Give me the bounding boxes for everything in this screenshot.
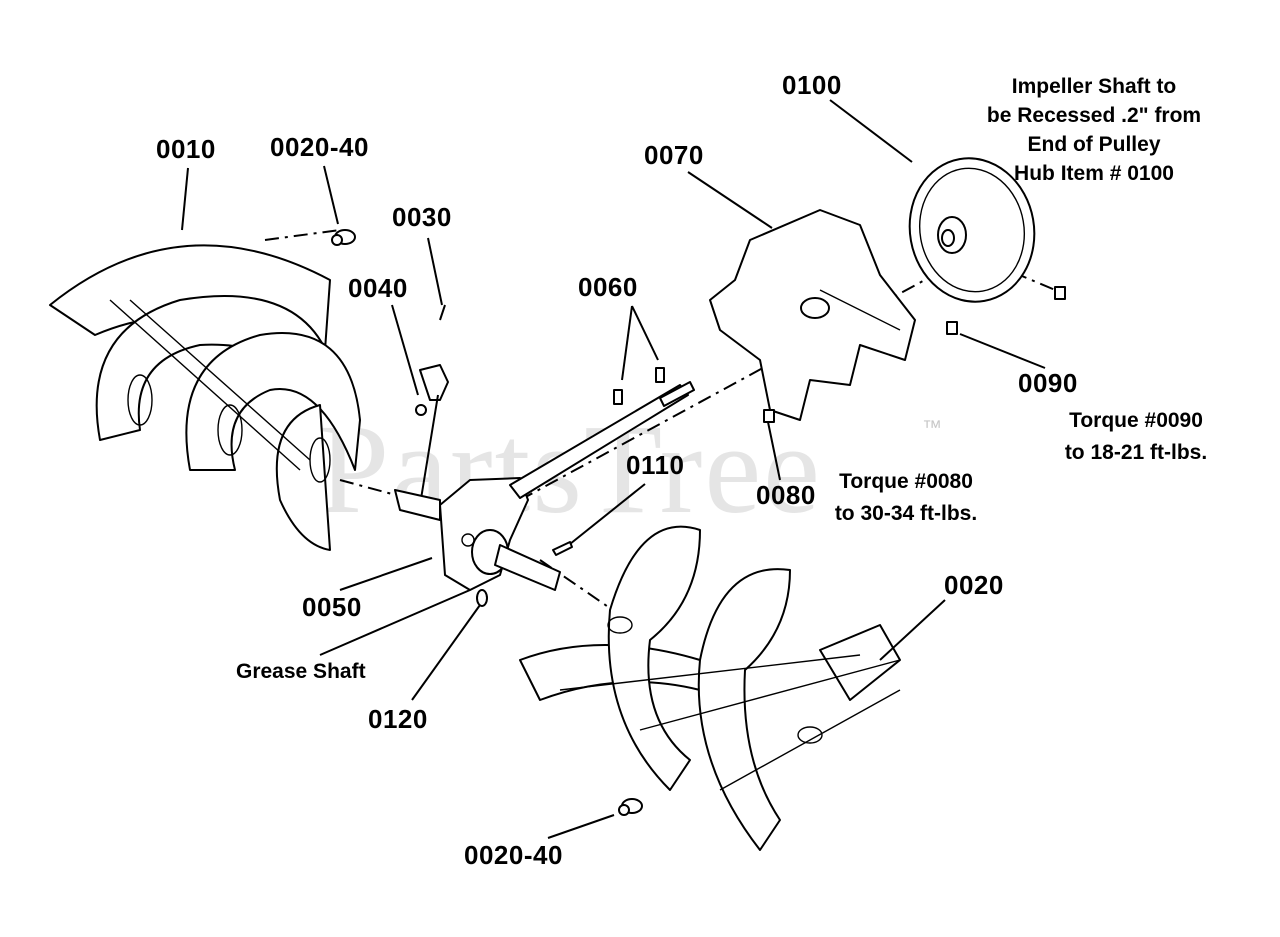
shift-linkage bbox=[415, 304, 449, 506]
label-0120: 0120 bbox=[368, 704, 428, 734]
label-0010: 0010 bbox=[156, 134, 216, 164]
label-0020: 0020 bbox=[944, 570, 1004, 600]
note-torque-0080-line-2: to 30-34 ft-lbs. bbox=[835, 502, 977, 525]
note-impeller-line-4: Hub Item # 0100 bbox=[1014, 162, 1174, 185]
label-0060: 0060 bbox=[578, 272, 638, 302]
axis-fitting-top bbox=[264, 229, 341, 241]
label-0040: 0040 bbox=[348, 273, 408, 303]
grease-fitting-bottom bbox=[618, 798, 643, 816]
label-0070: 0070 bbox=[644, 140, 704, 170]
note-impeller-line-2: be Recessed .2" from bbox=[987, 104, 1201, 127]
keys-0060 bbox=[613, 367, 665, 405]
grease-fitting-top bbox=[331, 229, 356, 246]
main-shaft bbox=[509, 381, 695, 499]
watermark-trademark: ™ bbox=[922, 417, 942, 439]
label-0110: 0110 bbox=[626, 450, 684, 480]
label-0090: 0090 bbox=[1018, 368, 1078, 398]
label-0020-40-top: 0020-40 bbox=[270, 132, 369, 162]
auger-left bbox=[49, 244, 361, 551]
label-0080: 0080 bbox=[756, 480, 816, 510]
impeller bbox=[709, 209, 916, 421]
pulley bbox=[908, 157, 1036, 303]
note-impeller-line-3: End of Pulley bbox=[1027, 133, 1160, 156]
axis-lower bbox=[539, 559, 621, 616]
note-torque-0080-line-1: Torque #0080 bbox=[839, 470, 973, 493]
axis-bolt-0090 bbox=[959, 249, 1061, 293]
note-torque-0080: Torque #0080 to 30-34 ft-lbs. bbox=[835, 470, 977, 525]
note-torque-0090-line-1: Torque #0090 bbox=[1069, 409, 1203, 432]
label-0100: 0100 bbox=[782, 70, 842, 100]
note-torque-0090: Torque #0090 to 18-21 ft-lbs. bbox=[1065, 409, 1207, 464]
bolt-0090-left bbox=[946, 321, 958, 335]
label-0050: 0050 bbox=[302, 592, 362, 622]
note-impeller-line-1: Impeller Shaft to bbox=[1012, 75, 1177, 98]
label-0020-40-bottom: 0020-40 bbox=[464, 840, 563, 870]
bolt-0090-right bbox=[1054, 286, 1066, 300]
auger-right bbox=[519, 525, 901, 851]
bolt-0080 bbox=[763, 409, 775, 423]
gearbox bbox=[394, 477, 561, 591]
label-grease-shaft: Grease Shaft bbox=[236, 660, 366, 683]
shear-pin bbox=[552, 541, 573, 556]
label-0030: 0030 bbox=[392, 202, 452, 232]
axis-main bbox=[519, 249, 981, 501]
note-impeller: Impeller Shaft to be Recessed .2" from E… bbox=[987, 75, 1201, 185]
note-torque-0090-line-2: to 18-21 ft-lbs. bbox=[1065, 441, 1207, 464]
watermark: PartsTree bbox=[318, 398, 822, 540]
leader-lines bbox=[181, 99, 1046, 839]
grease-fitting-0120 bbox=[476, 589, 488, 607]
